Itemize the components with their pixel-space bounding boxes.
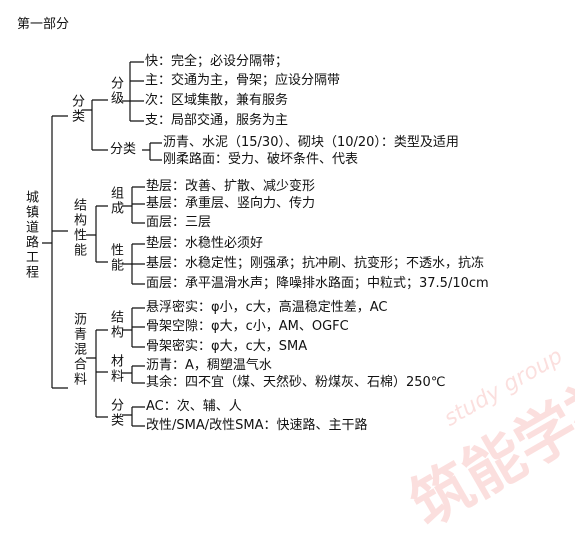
mix-class-label: 分类 <box>108 398 123 428</box>
perf-base: 基层：水稳定性；刚强承；抗冲刷、抗变形；不透水，抗冻 <box>146 256 485 271</box>
struct-suspended-dense: 悬浮密实：φ小，c大，高温稳定性差，AC <box>146 300 388 315</box>
section-asphalt-mixture-label: 沥青混合料 <box>71 312 86 387</box>
material-asphalt: 沥青：A，稠塑温气水 <box>146 358 272 373</box>
comp-cushion: 垫层：改善、扩散、减少变形 <box>146 179 316 194</box>
class-modified-sma: 改性/SMA/改性SMA：快速路、主干路 <box>146 418 368 433</box>
composition-label: 组成 <box>108 186 123 216</box>
root-node: 城镇道路工程 <box>23 190 38 280</box>
grade-expressway: 快：完全；必设分隔带； <box>145 54 289 69</box>
mix-structure-label: 结构 <box>108 310 123 340</box>
material-label: 材料 <box>108 354 123 384</box>
perf-cushion: 垫层：水稳性必须好 <box>146 236 264 251</box>
grade-secondary: 次：区域集散，兼有服务 <box>145 93 289 108</box>
type-pavement-materials: 沥青、水泥（15/30）、砌块（10/20）：类型及适用 <box>163 135 459 150</box>
type-rigid-flexible: 刚柔路面：受力、破坏条件、代表 <box>163 152 359 167</box>
performance-label: 性能 <box>108 243 123 273</box>
mindmap-connectors <box>42 61 162 427</box>
section-structure-performance-label: 结构性能 <box>71 198 86 258</box>
perf-surface: 面层：承平温滑水声；降噪排水路面；中粒式；37.5/10cm <box>146 276 489 291</box>
struct-skeleton-void: 骨架空隙：φ大，c小，AM、OGFC <box>146 319 349 334</box>
grade-branch: 支：局部交通，服务为主 <box>145 113 289 128</box>
material-others: 其余：四不宜（煤、天然砂、粉煤灰、石棉）250℃ <box>146 375 446 390</box>
grade-arterial: 主：交通为主，骨架；应设分隔带 <box>145 73 341 88</box>
comp-base: 基层：承重层、竖向力、传力 <box>146 196 316 211</box>
type-label: 分类 <box>110 142 137 157</box>
grade-label: 分级 <box>108 76 123 106</box>
page-heading: 第一部分 <box>17 17 70 32</box>
class-ac: AC：次、辅、人 <box>146 399 242 414</box>
struct-skeleton-dense: 骨架密实：φ大，c大，SMA <box>146 339 308 354</box>
section-classification-label: 分类 <box>69 94 84 124</box>
comp-surface: 面层：三层 <box>146 215 212 230</box>
